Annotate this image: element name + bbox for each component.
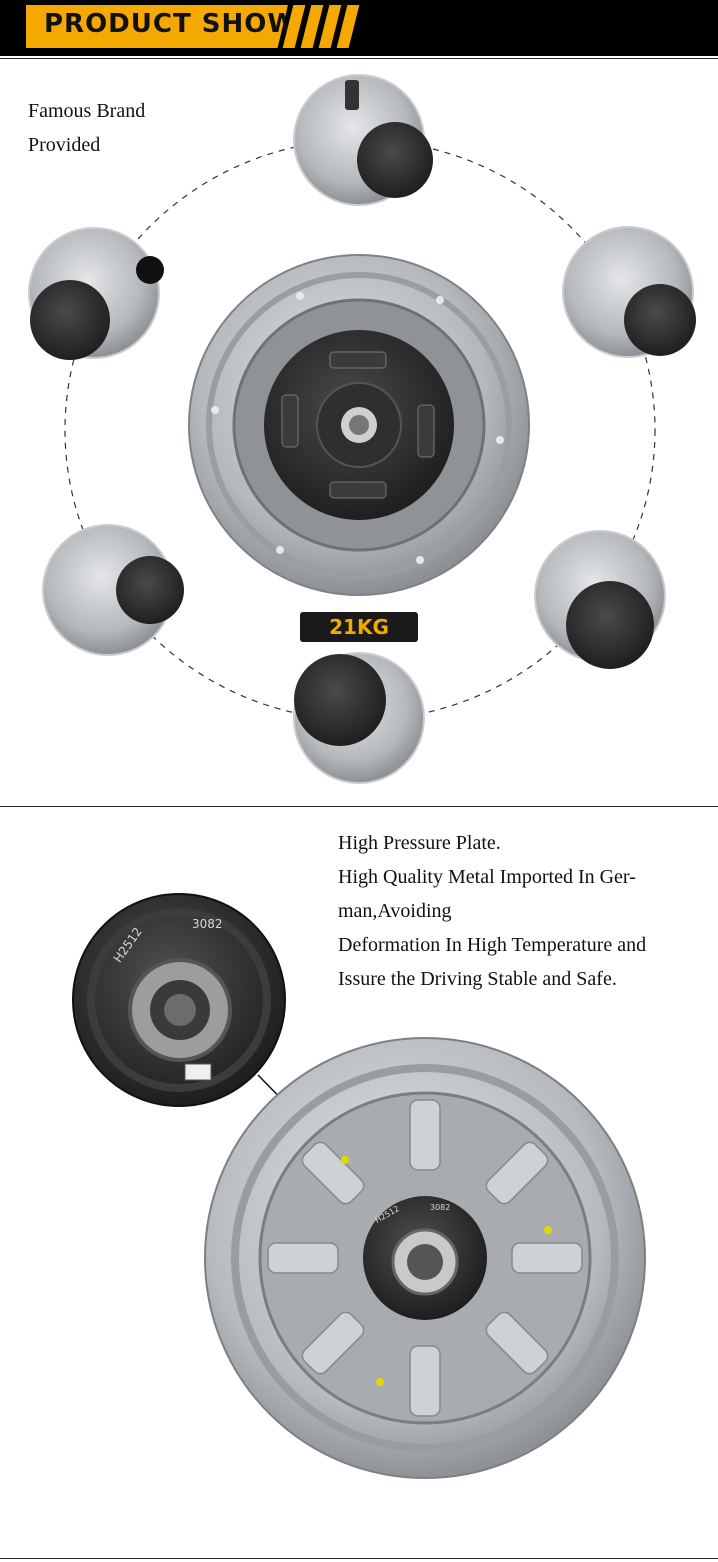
hub-zoom-image: [72, 893, 286, 1107]
section-divider: [0, 806, 718, 807]
detail-thumb-bottom-right: [534, 530, 666, 669]
header-title: PRODUCT SHOW: [44, 9, 298, 39]
detail-thumb-top-right: [562, 226, 696, 358]
description-line: Issure the Driving Stable and Safe.: [338, 968, 617, 990]
hub-code-label: H2512: [373, 1204, 401, 1225]
description-line: man,Avoiding: [338, 900, 452, 922]
brand-caption: Famous Brand Provided: [28, 94, 145, 162]
hub-code-label: 3082: [430, 1203, 451, 1212]
bottom-divider: [0, 1558, 718, 1559]
hub-code-label: H2512: [110, 924, 145, 966]
header-banner: PRODUCT SHOW: [0, 0, 718, 56]
brand-caption-line: Provided: [28, 134, 101, 156]
description-line: High Pressure Plate.: [338, 832, 501, 854]
description-line: Deformation In High Temperature and: [338, 934, 647, 956]
pressure-plate-description: High Pressure Plate. High Quality Metal …: [338, 826, 708, 996]
description-line: High Quality Metal Imported In Ger-: [338, 866, 636, 888]
brand-caption-line: Famous Brand: [28, 100, 146, 122]
zoom-connector-line: [257, 1074, 386, 1206]
detail-thumb-top: [293, 74, 433, 206]
detail-thumb-bottom: [293, 652, 425, 784]
center-clutch-image: [188, 254, 530, 596]
showcase-graphic: [28, 74, 696, 784]
header-divider: [0, 58, 718, 59]
detail-thumb-top-left: [28, 227, 164, 360]
hub-code-label: 3082: [192, 917, 223, 931]
pressure-plate-image: [204, 1037, 646, 1479]
header-tab: [26, 5, 288, 48]
weight-badge: 21KG: [300, 612, 418, 642]
detail-thumb-bottom-left: [42, 524, 184, 656]
